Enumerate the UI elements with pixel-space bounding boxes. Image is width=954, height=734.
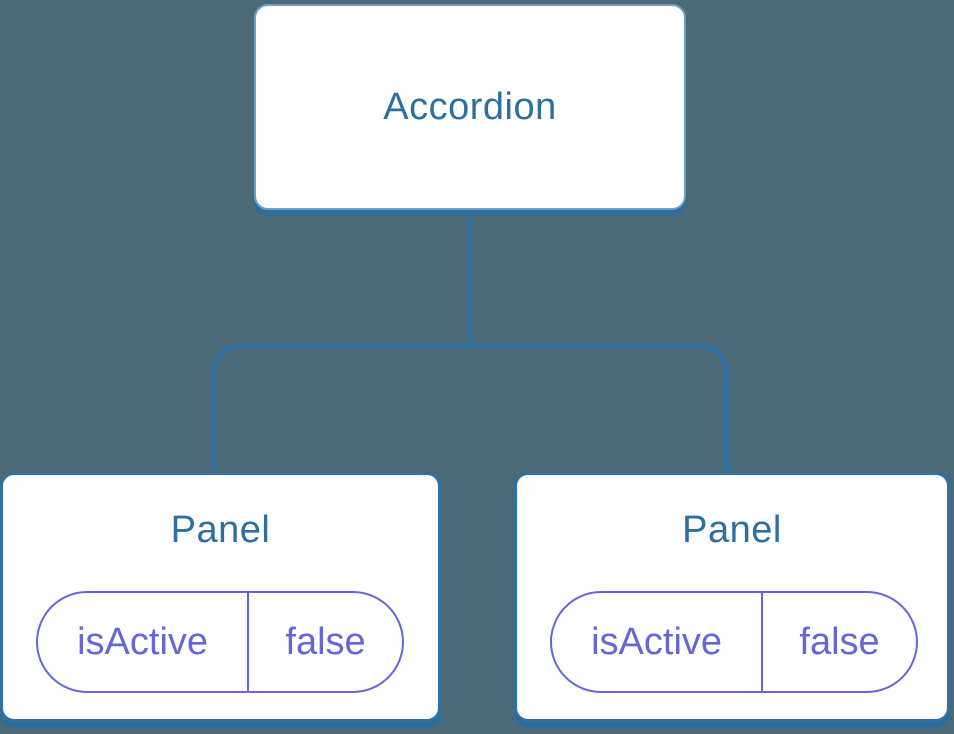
state-value: false: [799, 620, 880, 663]
connector-bracket: [211, 343, 729, 473]
panel-node-right: Panel isActive false: [514, 472, 950, 722]
panel-node-label: Panel: [170, 509, 271, 551]
panel-node-left: Panel isActive false: [0, 472, 441, 722]
state-value: false: [285, 620, 366, 663]
panel-node-label: Panel: [682, 509, 782, 551]
accordion-node-label: Accordion: [383, 85, 557, 128]
state-pill: isActive false: [36, 591, 404, 693]
connector-stem: [467, 210, 472, 348]
accordion-node: Accordion: [254, 4, 686, 210]
state-name: isActive: [552, 593, 764, 691]
state-pill: isActive false: [550, 591, 918, 693]
state-name: isActive: [38, 593, 250, 691]
